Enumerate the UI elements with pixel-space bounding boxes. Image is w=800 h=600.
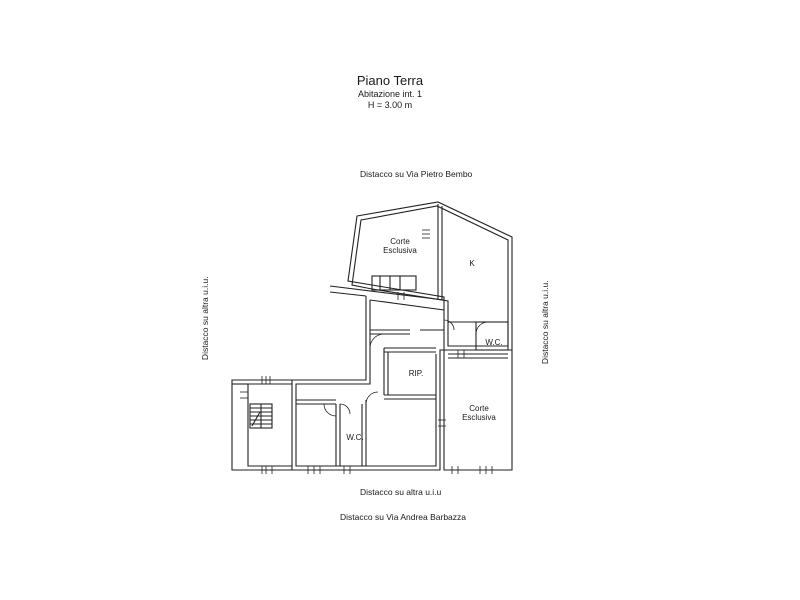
- room-wc-left: W.C.: [346, 433, 364, 442]
- plan-title: Piano Terra: [356, 73, 424, 88]
- terrace-steps: [371, 275, 417, 291]
- room-corte-top-line2: Esclusiva: [383, 246, 417, 256]
- room-kitchen: K: [469, 259, 475, 268]
- boundary-south-outer: Distacco su Via Andrea Barbazza: [340, 512, 466, 522]
- door-swings: [323, 319, 489, 417]
- corte-top-inner-wall: [351, 205, 509, 347]
- boundary-north: Distacco su Via Pietro Bembo: [360, 169, 473, 179]
- room-corte-top: Corte Esclusiva: [380, 237, 420, 255]
- main-outer-wall: [291, 296, 513, 471]
- plan-height: H = 3.00 m: [367, 100, 413, 110]
- plan-walls: [231, 201, 513, 471]
- room-corte-bottom-line1: Corte: [469, 404, 489, 413]
- room-corte-top-line1: Corte: [390, 237, 410, 246]
- left-wing-wall: [231, 379, 292, 471]
- room-corte-bottom-line2: Esclusiva: [462, 413, 496, 423]
- room-wc-right: W.C.: [485, 338, 503, 347]
- room-corte-bottom: Corte Esclusiva: [456, 404, 502, 422]
- plan-subtitle: Abitazione int. 1: [357, 89, 423, 99]
- boundary-south-inner: Distacco su altra u.i.u: [360, 487, 442, 497]
- wc-right-walls: [475, 321, 509, 351]
- room-rip: RIP.: [408, 369, 424, 378]
- window-marks: [240, 229, 493, 474]
